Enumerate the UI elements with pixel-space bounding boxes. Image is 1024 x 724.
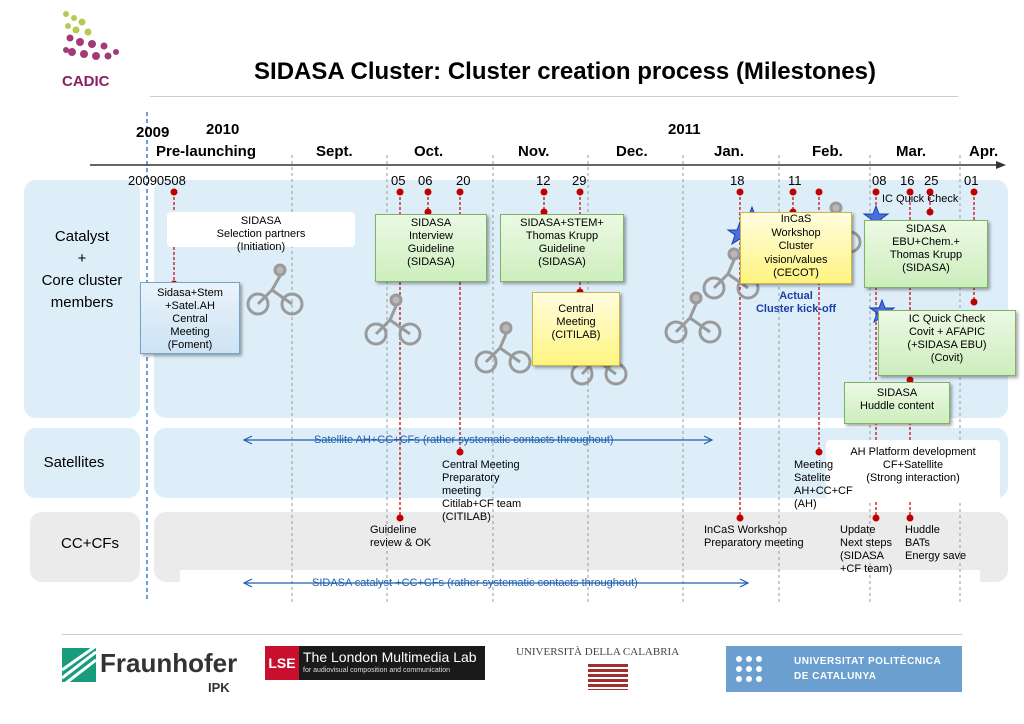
month-sept: Sept.: [316, 143, 353, 160]
day-nov-29: 29: [572, 173, 587, 188]
cadic-logo: CADIC: [62, 11, 119, 90]
month-apr: Apr.: [969, 143, 999, 160]
fraunhofer-text: Fraunhofer: [100, 648, 238, 678]
day-mar-08: 08: [872, 173, 887, 188]
box-interview-guideline: SIDASA Interview Guideline (SIDASA): [375, 214, 487, 282]
lse-name: The London Multimedia Lab: [303, 649, 477, 665]
calabria-logo: UNIVERSITÀ DELLA CALABRIA: [516, 646, 686, 694]
fraunhofer-logo: Fraunhofer IPK: [62, 646, 238, 696]
title-divider: [150, 96, 958, 97]
satellites-row-bg: [24, 428, 140, 498]
upc-line1: UNIVERSITAT POLITÈCNICA: [794, 656, 942, 667]
satellite-contacts-note: Satellite AH+CC+CFs (rather systematic c…: [314, 434, 614, 446]
lse-sub: for audiovisual composition and communic…: [303, 667, 451, 674]
box-ebu-chem: SIDASA EBU+Chem.+ Thomas Krupp (SIDASA): [864, 220, 988, 288]
fraunhofer-sub: IPK: [208, 680, 230, 695]
day-mar-16: 16: [900, 173, 915, 188]
lse-mark: LSE: [265, 646, 299, 680]
box-central-meeting-citilab: Central Meeting (CITILAB): [532, 292, 620, 366]
day-oct-20: 20: [456, 173, 471, 188]
day-nov-12: 12: [536, 173, 551, 188]
upc-mark-icon: [736, 656, 762, 682]
box-selection-partners: SIDASA Selection partners (Initiation): [167, 212, 355, 253]
box-ic-quick-check-covit: IC Quick Check Covit + AFAPIC (+SIDASA E…: [878, 310, 1016, 376]
row-label-catalyst: Catalyst + Core cluster members: [41, 228, 123, 311]
day-oct-05: 05: [391, 173, 406, 188]
note-guideline-review: Guideline review & OK: [370, 524, 432, 549]
month-dec: Dec.: [616, 143, 648, 160]
upc-logo: UNIVERSITAT POLITÈCNICA DE CATALUNYA: [726, 646, 962, 692]
box-incas-workshop: InCaS Workshop Cluster vision/values (CE…: [740, 212, 852, 284]
month-jan: Jan.: [714, 143, 745, 160]
row-label-satellites: Satellites: [43, 454, 105, 471]
month-oct: Oct.: [414, 143, 444, 160]
catalyst-contacts-note: SIDASA catalyst +CC+CFs (rather systemat…: [312, 577, 638, 589]
day-apr-01: 01: [964, 173, 979, 188]
month-nov: Nov.: [518, 143, 550, 160]
note-update-next-steps: Update Next steps (SIDASA +CF team): [840, 524, 893, 575]
row-label-cccfs: CC+CFs: [61, 535, 119, 552]
note-meeting-satelite: Meeting Satelite AH+CC+CF (AH): [794, 459, 853, 510]
month-feb: Feb.: [812, 143, 843, 160]
day-feb-11: 11: [788, 173, 802, 188]
lse-logo: LSE The London Multimedia Lab for audiov…: [265, 646, 485, 680]
day-mar-25: 25: [924, 173, 939, 188]
contact-arrows: [242, 435, 750, 588]
day-jan-18: 18: [730, 173, 745, 188]
cadic-logo-text: CADIC: [62, 73, 110, 90]
box-sidasa-stem-meeting: Sidasa+Stem +Satel.AH Central Meeting (F…: [140, 282, 240, 354]
fraunhofer-mark-icon: [62, 648, 96, 682]
label-actual-kickoff: Actual Cluster kick-off: [755, 290, 837, 315]
year-2011: 2011: [668, 121, 701, 138]
month-mar: Mar.: [896, 143, 927, 160]
footer-divider: [62, 634, 962, 635]
note-central-prep: Central Meeting Preparatory meeting Citi…: [442, 459, 522, 523]
calabria-text: UNIVERSITÀ DELLA CALABRIA: [516, 646, 680, 658]
phase-pre-launching: Pre-launching: [156, 143, 257, 160]
month-separators: [291, 155, 961, 602]
year-2009: 2009: [136, 124, 170, 141]
day-20090508: 20090508: [128, 173, 186, 188]
cccfs-row-bg: [30, 512, 140, 582]
day-oct-06: 06: [418, 173, 433, 188]
year-2010: 2010: [206, 121, 240, 138]
upc-line2: DE CATALUNYA: [794, 671, 877, 682]
note-huddle-bats: Huddle BATs Energy save: [905, 524, 967, 562]
catalyst-contacts-strip: [180, 570, 980, 592]
box-ah-platform: AH Platform development CF+Satellite (St…: [826, 440, 1000, 500]
calabria-mark-icon: [588, 664, 628, 690]
timeline-arrowhead: [996, 161, 1006, 169]
page-title: SIDASA Cluster: Cluster creation process…: [254, 58, 876, 85]
catalyst-row-bg: [24, 180, 140, 418]
box-stem-krupp-guideline: SIDASA+STEM+ Thomas Krupp Guideline (SID…: [500, 214, 624, 282]
label-ic-quick-check: IC Quick Check: [882, 193, 959, 205]
box-huddle-content: SIDASA Huddle content: [844, 382, 950, 424]
note-incas-prep: InCaS Workshop Preparatory meeting: [704, 524, 804, 549]
